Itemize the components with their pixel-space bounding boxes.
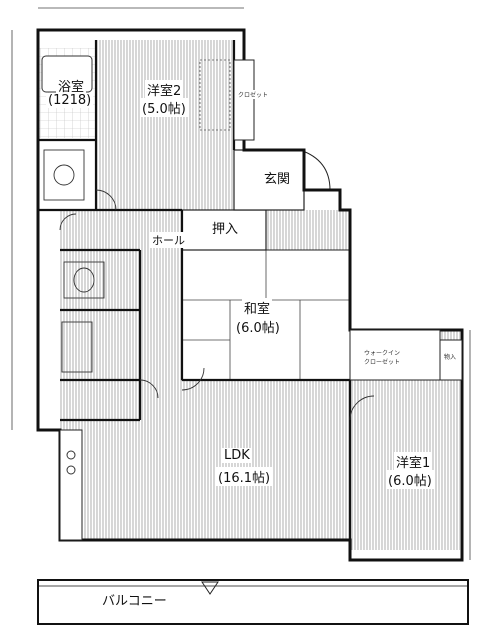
kitchen-counter — [59, 429, 83, 541]
interior-walls — [38, 40, 352, 540]
western2-size: (5.0帖) — [140, 98, 188, 117]
storage-label: 押入 — [210, 218, 241, 237]
walk-in-closet-label: ウォークイン クローゼット — [362, 348, 403, 366]
bath-label: 浴室 — [56, 76, 87, 95]
entrance-label: 玄関 — [262, 168, 293, 187]
hall-label: ホール — [150, 232, 187, 248]
washitsu-size: (6.0帖) — [234, 317, 282, 336]
balcony-drain — [201, 581, 219, 595]
shelf-label: 物入 — [442, 352, 459, 361]
closet-label: クロゼット — [236, 90, 271, 99]
ldk-size: (16.1帖) — [216, 467, 273, 486]
western1-size: (6.0帖) — [386, 470, 434, 489]
washitsu-label: 和室 — [242, 298, 273, 317]
door-swings — [59, 189, 375, 421]
washroom-fixtures — [43, 149, 105, 373]
balcony-label: バルコニー — [100, 590, 169, 609]
dimension-marks — [11, 7, 471, 560]
bath-size: (1218) — [46, 93, 94, 108]
ldk-label: LDK — [222, 448, 252, 463]
western1-label: 洋室1 — [394, 452, 433, 471]
western2-floor — [96, 40, 234, 210]
closet-side — [199, 59, 231, 131]
balcony-outline — [37, 579, 469, 625]
closet-western2 — [233, 59, 255, 141]
western2-label: 洋室2 — [145, 80, 184, 99]
